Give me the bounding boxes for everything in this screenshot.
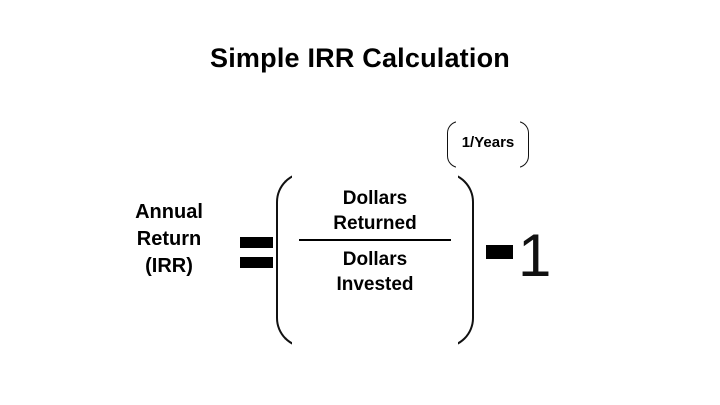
formula-left-side-label: Annual Return (IRR) xyxy=(108,199,230,280)
numerator-line-1: Dollars xyxy=(342,188,408,209)
fraction-numerator: Dollars Returned xyxy=(294,186,456,239)
lhs-line-irr: (IRR) xyxy=(145,255,193,277)
numerator-line-2: Returned xyxy=(333,213,417,234)
minus-sign-icon xyxy=(486,245,513,259)
fraction-bar xyxy=(299,239,451,241)
fraction-bracket-group: Dollars Returned Dollars Invested xyxy=(276,171,474,353)
equals-bar-top xyxy=(240,237,273,248)
exponent-group: 1/Years xyxy=(447,119,529,172)
fraction-denominator: Dollars Invested xyxy=(294,241,456,297)
fraction: Dollars Returned Dollars Invested xyxy=(294,186,456,297)
subtrahend-one: 1 xyxy=(518,222,552,289)
equals-bar-bottom xyxy=(240,257,273,268)
denominator-line-1: Dollars xyxy=(342,249,408,270)
lhs-line-annual: Annual xyxy=(135,201,203,223)
equals-sign-icon xyxy=(240,237,273,269)
exponent-label: 1/Years xyxy=(461,134,515,151)
page-title: Simple IRR Calculation xyxy=(210,43,510,73)
exponent-left-bracket-icon xyxy=(447,119,468,172)
lhs-line-return: Return xyxy=(136,228,202,250)
denominator-line-2: Invested xyxy=(336,274,414,295)
